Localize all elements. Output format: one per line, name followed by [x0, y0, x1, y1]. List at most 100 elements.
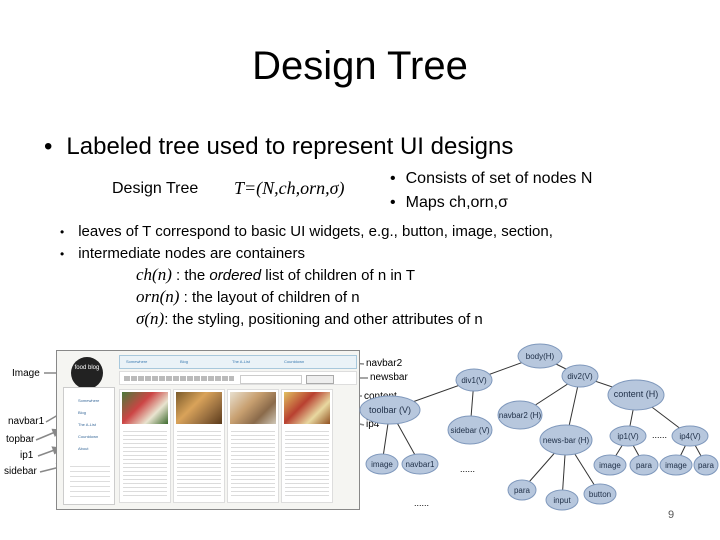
tree-node-ip1: ip1(V): [609, 425, 647, 447]
def-em: ordered: [209, 267, 262, 284]
logo-box: food blog: [63, 355, 115, 407]
tree-node-div2: div2(V): [561, 364, 599, 388]
svg-text:toolbar (V): toolbar (V): [369, 405, 411, 415]
card-4: [281, 389, 333, 503]
card-3: [227, 389, 279, 503]
tree-node-newsbar: news-bar (H): [539, 424, 593, 456]
side-item: Blog: [78, 410, 87, 415]
card-image: [176, 392, 222, 424]
svg-text:navbar2 (H): navbar2 (H): [499, 411, 542, 420]
svg-text:ip4(V): ip4(V): [679, 432, 701, 441]
label-ip1: ip1: [20, 450, 34, 461]
screenshot-sidebar: Somewhere Blog The A-List Countdown Abou…: [63, 387, 115, 505]
svg-text:para: para: [514, 486, 531, 495]
sub-bullet-2: • Maps ch,orn,σ: [390, 194, 508, 212]
tree-node-para-1: para: [507, 479, 537, 501]
tree-node-navbar2: navbar2 (H): [497, 400, 543, 430]
side-item: The A-List: [78, 422, 97, 427]
bullet-dot: •: [390, 194, 396, 211]
sub-bullet-1: • Consists of set of nodes N: [390, 170, 592, 188]
tree-node-body: body(H): [517, 343, 563, 369]
card-image: [122, 392, 168, 424]
ellipsis-2: ......: [652, 430, 667, 440]
tree-node-para-3: para: [693, 454, 719, 476]
nav-item: The A-List: [232, 359, 251, 364]
slide-title: Design Tree: [252, 44, 468, 88]
svg-text:news-bar (H): news-bar (H): [543, 436, 590, 445]
bullet-dot: •: [60, 247, 65, 261]
tree-node-toolbar: toolbar (V): [359, 395, 421, 425]
bullet-dot: •: [390, 170, 396, 187]
ui-screenshot: food blog Somewhere Blog The A-List Coun…: [56, 350, 360, 510]
side-item: Countdown: [78, 434, 99, 439]
label-navbar2: navbar2: [366, 358, 403, 369]
svg-text:sidebar (V): sidebar (V): [450, 426, 489, 435]
def-math: ch(n): [136, 265, 172, 284]
tree-node-sidebar: sidebar (V): [447, 415, 493, 445]
tree-edges: [381, 355, 707, 501]
svg-text:image: image: [665, 461, 687, 470]
ellipsis-3: ......: [414, 498, 429, 508]
side-item: About: [78, 446, 89, 451]
card-1: [119, 389, 171, 503]
small-bullet-text: leaves of T correspond to basic UI widge…: [78, 223, 553, 240]
svg-text:div1(V): div1(V): [461, 376, 487, 385]
side-item: Somewhere: [78, 398, 100, 403]
def-math: σ(n): [136, 309, 165, 328]
svg-text:image: image: [371, 460, 393, 469]
def-pre: : the styling, positioning and other att…: [164, 311, 483, 328]
svg-text:input: input: [553, 496, 571, 505]
svg-text:ip1(V): ip1(V): [617, 432, 639, 441]
small-bullet-2: • intermediate nodes are containers: [60, 245, 305, 262]
tree-node-content: content (H): [607, 379, 665, 411]
label-image: Image: [12, 368, 40, 379]
label-newsbar: newsbar: [370, 372, 408, 383]
main-bullet: • Labeled tree used to represent UI desig…: [44, 133, 513, 161]
card-image: [230, 392, 276, 424]
tree-node-ip4: ip4(V): [671, 425, 709, 447]
svg-text:navbar1: navbar1: [406, 460, 435, 469]
sub-bullet-text: Maps ch,orn,σ: [405, 194, 508, 211]
svg-text:body(H): body(H): [526, 352, 555, 361]
def-pre: : the layout of children of n: [179, 289, 360, 306]
svg-text:content (H): content (H): [614, 389, 659, 399]
tree-node-image-2: image: [593, 454, 627, 476]
tree-node-image-1: image: [365, 453, 399, 475]
def-pre: : the: [171, 267, 210, 284]
tree-node-input: input: [545, 489, 579, 511]
card-2: [173, 389, 225, 503]
tree-node-button: button: [583, 483, 617, 505]
page-number: 9: [668, 509, 675, 521]
bullet-dot: •: [60, 225, 65, 239]
nav-item: Countdown: [284, 359, 305, 364]
small-bullet-1: • leaves of T correspond to basic UI widg…: [60, 223, 553, 240]
main-bullet-text: Labeled tree used to represent UI design…: [66, 133, 514, 160]
screenshot-topnav: Somewhere Blog The A-List Countdown: [119, 355, 357, 369]
svg-text:para: para: [698, 461, 715, 470]
tree-node-div1: div1(V): [455, 368, 493, 392]
small-bullet-text: intermediate nodes are containers: [78, 245, 306, 262]
def-post: list of children of n in T: [261, 267, 416, 284]
def-sigma: σ(n): the styling, positioning and other…: [136, 309, 483, 329]
label-sidebar: sidebar: [4, 466, 37, 477]
design-tree-formula: T=(N,ch,orn,σ): [234, 178, 345, 198]
svg-text:para: para: [636, 461, 653, 470]
nav-item: Somewhere: [126, 359, 148, 364]
bullet-dot: •: [44, 133, 53, 160]
svg-text:button: button: [589, 490, 611, 499]
tree-node-para-2: para: [629, 454, 659, 476]
tree-node-image-3: image: [659, 454, 693, 476]
def-math: orn(n): [136, 287, 180, 306]
label-topbar: topbar: [6, 434, 35, 445]
tree-node-navbar1: navbar1: [401, 453, 439, 475]
nav-item: Blog: [180, 359, 189, 364]
screenshot-newsbar: [119, 371, 357, 385]
label-ip4: ip4: [366, 419, 380, 430]
def-orn: orn(n) : the layout of children of n: [136, 287, 360, 307]
card-image: [284, 392, 330, 424]
svg-text:image: image: [599, 461, 621, 470]
sub-bullet-text: Consists of set of nodes N: [405, 170, 593, 187]
svg-text:div2(V): div2(V): [567, 372, 593, 381]
def-ch: ch(n) : the ordered list of children of …: [136, 265, 415, 285]
